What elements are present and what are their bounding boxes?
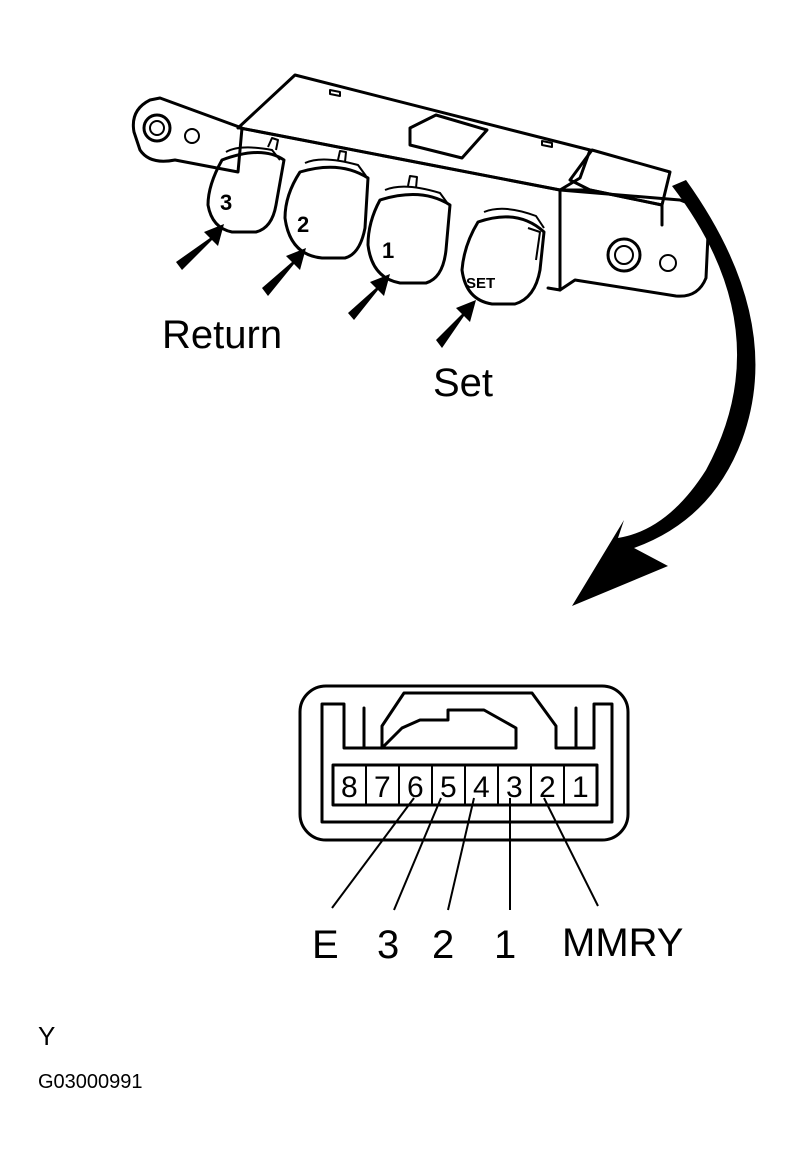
pin-leader-lines bbox=[331, 797, 599, 911]
push-arrow-1-icon bbox=[348, 274, 390, 320]
left-screw-hole bbox=[184, 128, 200, 144]
set-label: Set bbox=[433, 361, 493, 405]
button-2-label: 2 bbox=[297, 212, 309, 237]
housing-top-slot bbox=[408, 113, 489, 160]
wire-label-1: 1 bbox=[494, 923, 516, 967]
housing-notch-right bbox=[541, 140, 553, 148]
wire-label-e: E bbox=[312, 923, 339, 967]
pin-2: 2 bbox=[539, 771, 556, 804]
button-set: SET bbox=[460, 207, 546, 306]
pin-6: 6 bbox=[407, 771, 424, 804]
connector-inner-outline bbox=[320, 691, 614, 824]
view-transition-arrow-icon bbox=[572, 180, 756, 606]
push-arrow-set-icon bbox=[436, 300, 476, 348]
push-arrow-2-icon bbox=[262, 248, 306, 296]
housing-top-plate bbox=[236, 73, 592, 192]
pin-3: 3 bbox=[506, 771, 523, 804]
button-3-label: 3 bbox=[220, 190, 232, 215]
switch-assembly bbox=[131, 73, 710, 298]
wire-label-mmry: MMRY bbox=[562, 921, 683, 965]
push-arrow-3-icon bbox=[176, 224, 224, 270]
leader-e bbox=[331, 797, 415, 909]
leader-2 bbox=[447, 797, 475, 911]
wire-label-3: 3 bbox=[377, 923, 399, 967]
leader-mmry bbox=[543, 797, 599, 907]
leader-3 bbox=[393, 797, 442, 911]
connector-face: 8 7 6 5 4 3 2 1 bbox=[298, 684, 630, 842]
pin-1: 1 bbox=[572, 771, 589, 804]
button-1: 1 bbox=[366, 175, 452, 285]
pin-4: 4 bbox=[473, 771, 490, 804]
right-mount-hole-inner bbox=[614, 245, 634, 265]
push-arrows bbox=[176, 224, 476, 348]
figure-code: G03000991 bbox=[38, 1071, 143, 1093]
left-mount-hole-inner bbox=[149, 120, 165, 136]
corner-letter: Y bbox=[38, 1021, 55, 1051]
button-1-label: 1 bbox=[382, 238, 394, 263]
housing-notch-left bbox=[329, 89, 341, 97]
rear-connector-block bbox=[568, 148, 672, 207]
right-screw-hole bbox=[659, 254, 677, 272]
button-3: 3 bbox=[206, 137, 286, 234]
connector-key-recess bbox=[362, 706, 578, 750]
left-mount-hole bbox=[142, 113, 172, 143]
pin-5: 5 bbox=[440, 771, 457, 804]
pin-7: 7 bbox=[374, 771, 391, 804]
wire-label-2: 2 bbox=[432, 923, 454, 967]
button-set-label: SET bbox=[466, 275, 495, 292]
return-label: Return bbox=[162, 313, 282, 357]
right-mount-hole bbox=[606, 237, 642, 273]
left-mounting-bracket bbox=[131, 96, 244, 174]
button-2: 2 bbox=[283, 150, 370, 260]
housing-front-edge bbox=[238, 126, 562, 292]
pin-8: 8 bbox=[341, 771, 358, 804]
